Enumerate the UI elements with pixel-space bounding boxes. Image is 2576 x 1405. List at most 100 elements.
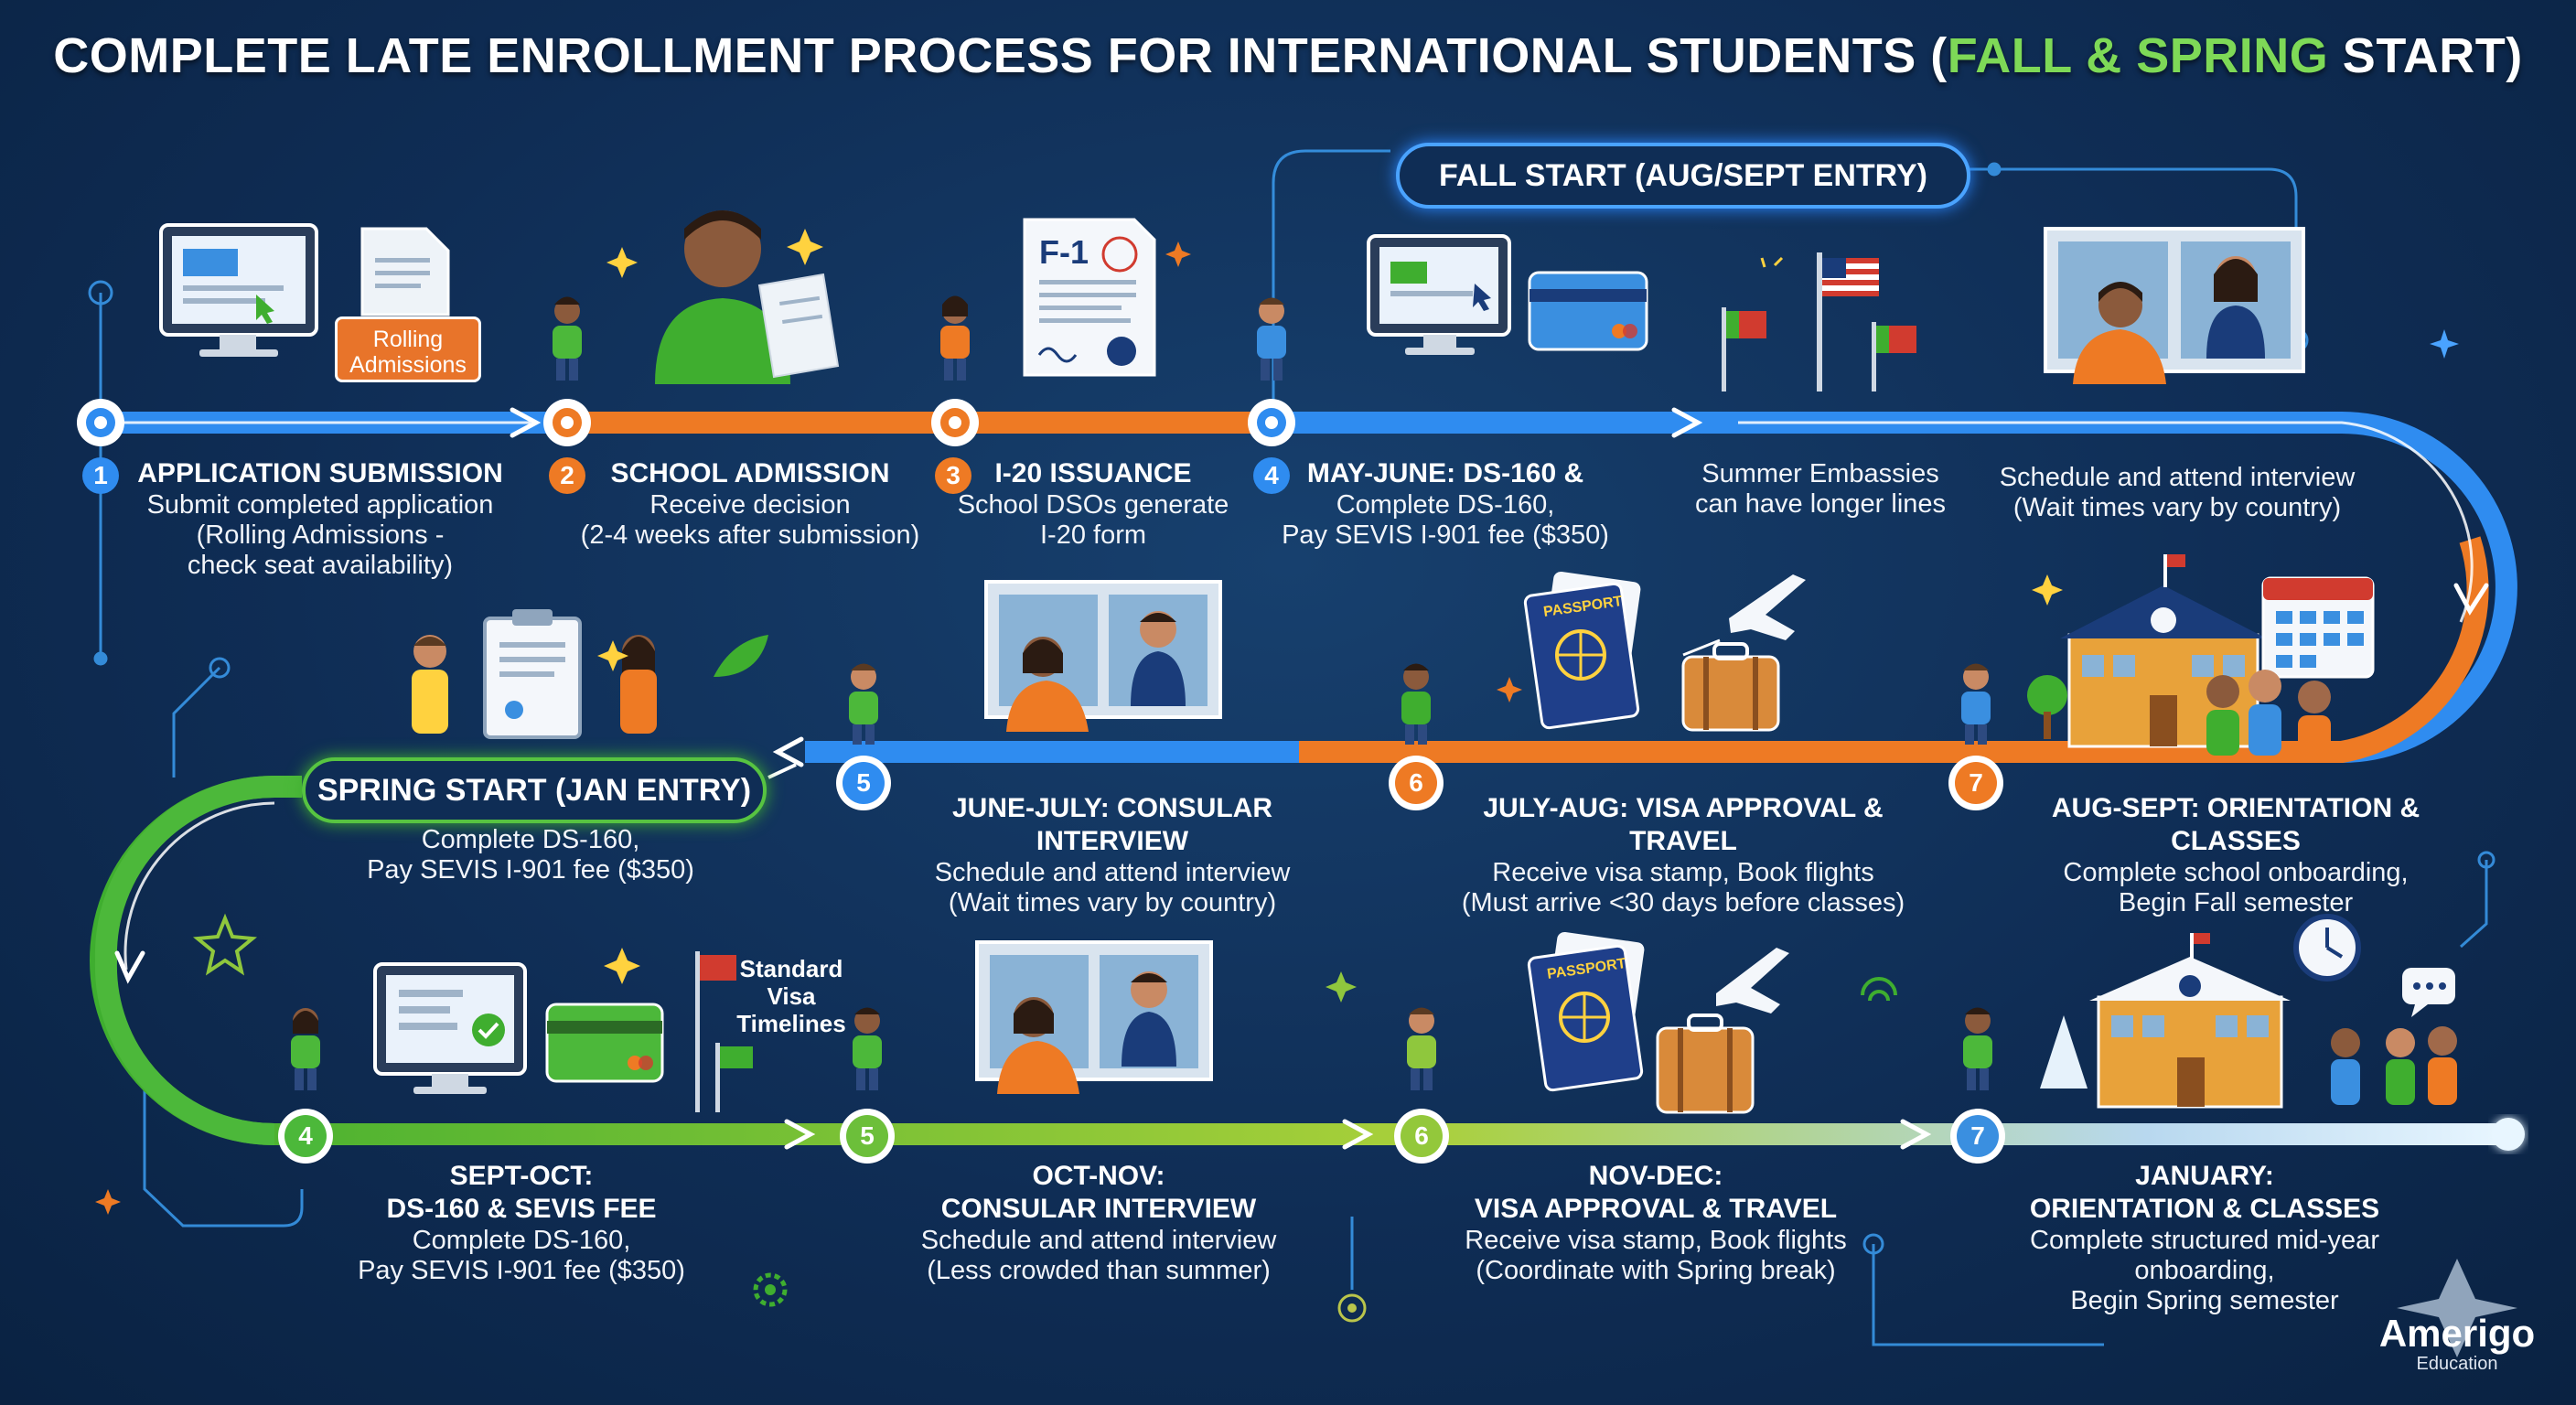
clock-icon xyxy=(2293,914,2361,981)
node-fall-1 xyxy=(77,399,124,446)
node-spring-4 xyxy=(278,1109,333,1164)
school-building-icon xyxy=(2040,933,2291,1109)
note-line: (Wait times vary by country) xyxy=(2012,493,2342,522)
page-title: COMPLETE LATE ENROLLMENT PROCESS FOR INT… xyxy=(0,27,2576,84)
step-desc: Pay SEVIS I-901 fee ($350) xyxy=(1282,520,1609,550)
amerigo-logo: Amerigo Education xyxy=(2366,1312,2549,1375)
step-desc: Receive visa stamp, Book flights xyxy=(1492,858,1874,887)
step-desc: check seat availability) xyxy=(187,551,454,580)
step-desc: Complete structured mid-year xyxy=(2030,1226,2379,1255)
i20-form-icon: F-1 xyxy=(1023,218,1156,377)
student-figure xyxy=(553,296,582,381)
flag-icon xyxy=(1722,252,1916,391)
node-spring-5 xyxy=(840,1109,895,1164)
step-title: APPLICATION SUBMISSION xyxy=(137,458,503,488)
credit-card-icon xyxy=(1528,271,1648,351)
fall-step-6: JULY-AUG: VISA APPROVAL & TRAVEL Receive… xyxy=(1436,792,1930,918)
step-desc: Pay SEVIS I-901 fee ($350) xyxy=(358,1256,685,1285)
gear-icon xyxy=(753,1272,788,1307)
fall-start-label: FALL START (AUG/SEPT ENTRY) xyxy=(1396,143,1970,209)
fall-step-3: I-20 ISSUANCE School DSOs generate I-20 … xyxy=(951,457,1235,551)
step-title: SCHOOL ADMISSION xyxy=(610,458,890,488)
title-suffix: START) xyxy=(2328,28,2523,83)
note-line: Pay SEVIS I-901 fee ($350) xyxy=(367,855,694,885)
step-desc: Schedule and attend interview xyxy=(934,858,1291,887)
node-fall-6 xyxy=(1389,756,1444,810)
spring-step-6: NOV-DEC: VISA APPROVAL & TRAVEL Receive … xyxy=(1445,1160,1866,1286)
step-desc: Complete DS-160, xyxy=(412,1226,631,1255)
credit-card-icon xyxy=(545,948,664,1083)
student-figure xyxy=(1407,1007,1436,1090)
spring-intro: Complete DS-160, Pay SEVIS I-901 fee ($3… xyxy=(338,825,723,885)
calendar-icon xyxy=(2261,576,2375,679)
summer-embassies-note: Summer Embassies can have longer lines xyxy=(1674,459,1967,520)
step-number-badge: 4 xyxy=(1253,457,1290,494)
step-title: NOV-DEC: xyxy=(1588,1161,1723,1191)
standard-visa-timelines-label: Standard Visa Timelines xyxy=(736,955,846,1037)
fall-track xyxy=(90,407,2517,767)
interview-note: Schedule and attend interview (Wait time… xyxy=(1985,463,2369,523)
airplane-icon xyxy=(1682,574,1806,657)
flag-icon xyxy=(695,951,753,1112)
step-desc: onboarding, xyxy=(2134,1256,2275,1285)
step-desc: Complete school onboarding, xyxy=(2063,858,2409,887)
step-title: JANUARY: xyxy=(2135,1161,2274,1191)
chat-bubble-icon xyxy=(2402,968,2455,1017)
step-desc: Submit completed application xyxy=(146,490,494,520)
step-title: ORIENTATION & CLASSES xyxy=(2029,1194,2380,1224)
step-title: AUG-SEPT: ORIENTATION & CLASSES xyxy=(2051,793,2420,856)
step-number-badge: 3 xyxy=(935,457,971,494)
fall-step-4: MAY-JUNE: DS-160 & Complete DS-160, Pay … xyxy=(1281,457,1610,551)
step-number-badge: 4 xyxy=(298,1121,313,1150)
step-desc: Begin Spring semester xyxy=(2070,1286,2339,1315)
student-figure xyxy=(1963,1007,1992,1090)
node-fall-3 xyxy=(931,399,979,446)
node-fall-2 xyxy=(543,399,591,446)
student-group-icon xyxy=(2331,1026,2457,1105)
spring-step-5: OCT-NOV: CONSULAR INTERVIEW Schedule and… xyxy=(893,1160,1304,1286)
node-fall-4 xyxy=(1248,399,1295,446)
spring-track xyxy=(90,763,2525,1151)
step-desc: Schedule and attend interview xyxy=(920,1226,1277,1255)
student-figure xyxy=(291,1008,320,1090)
passport-icon: PASSPORT xyxy=(1527,931,1645,1092)
step-title: OCT-NOV: xyxy=(1032,1161,1165,1191)
rolling-admissions-badge: Rolling Admissions xyxy=(335,316,481,382)
note-line: can have longer lines xyxy=(1694,489,1947,519)
computer-icon xyxy=(1367,234,1511,355)
fall-step-7: AUG-SEPT: ORIENTATION & CLASSES Complete… xyxy=(1998,792,2474,918)
step-desc: Receive decision xyxy=(649,490,851,520)
spring-step-4: SEPT-OCT: DS-160 & SEVIS FEE Complete DS… xyxy=(311,1160,732,1286)
step-title: MAY-JUNE: DS-160 & xyxy=(1306,458,1584,488)
step-number-badge: 6 xyxy=(1409,768,1423,797)
step-title: JUNE-JULY: CONSULAR INTERVIEW xyxy=(951,793,1273,856)
step-number-badge: 2 xyxy=(549,457,585,494)
brand-sub: Education xyxy=(2416,1354,2498,1374)
step-number-badge: 1 xyxy=(82,457,119,494)
node-fall-7 xyxy=(1948,756,2003,810)
step-desc: (Rolling Admissions - xyxy=(196,520,445,550)
step-desc: (Must arrive <30 days before classes) xyxy=(1461,888,1905,917)
airplane-icon xyxy=(1716,948,1897,1014)
student-figure xyxy=(1401,663,1431,745)
f1-label: F-1 xyxy=(1039,233,1089,271)
suitcase-icon xyxy=(1681,642,1780,732)
step-title: I-20 ISSUANCE xyxy=(994,458,1192,488)
clipboard-icon xyxy=(412,609,768,739)
document-icon xyxy=(360,227,450,316)
node-fall-5 xyxy=(836,756,891,810)
fall-step-1: APPLICATION SUBMISSION Submit completed … xyxy=(128,457,512,581)
step-desc: (2-4 weeks after submission) xyxy=(580,520,920,550)
step-desc: I-20 form xyxy=(1039,520,1147,550)
step-desc: Receive visa stamp, Book flights xyxy=(1465,1226,1847,1255)
student-figure xyxy=(853,1007,882,1090)
brand-name: Amerigo xyxy=(2378,1312,2536,1355)
step-number-badge: 7 xyxy=(1970,1121,1985,1150)
step-title: VISA APPROVAL & TRAVEL xyxy=(1474,1194,1838,1224)
sparkle-decorations xyxy=(95,241,2459,1215)
note-line: Complete DS-160, xyxy=(421,825,640,854)
fall-step-2: SCHOOL ADMISSION Receive decision (2-4 w… xyxy=(567,457,933,551)
step-title: CONSULAR INTERVIEW xyxy=(940,1194,1257,1224)
